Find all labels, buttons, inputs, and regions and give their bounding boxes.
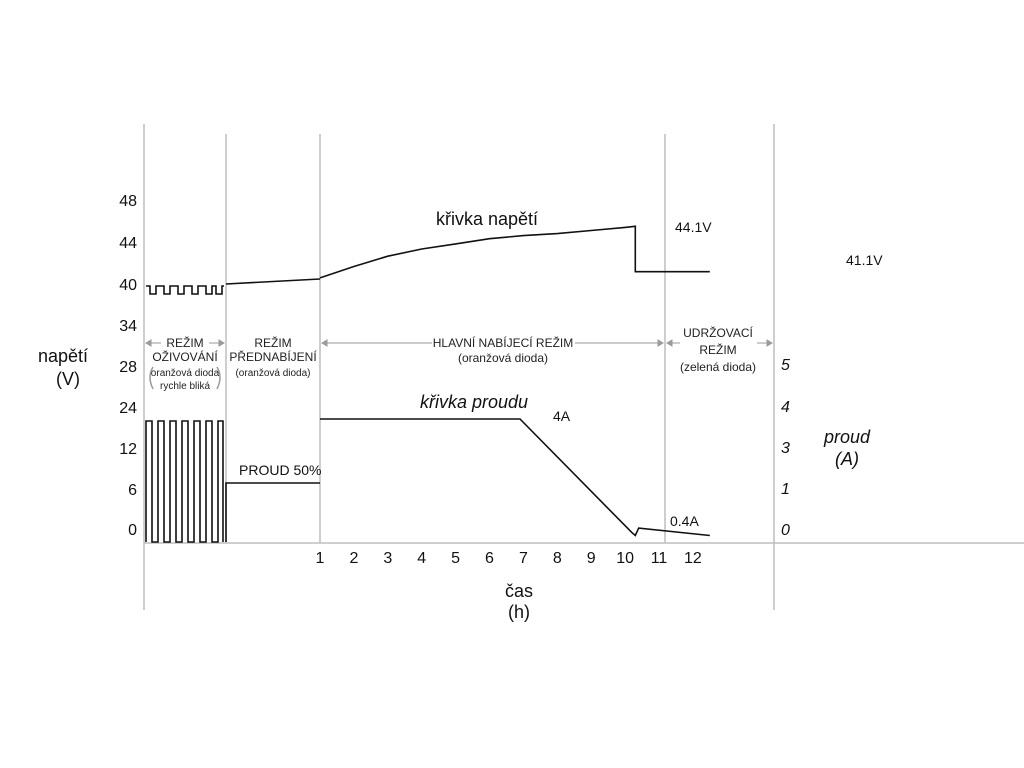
y-axis-title-right: proud <box>823 427 871 447</box>
x-tick: 11 <box>651 550 668 567</box>
x-tick: 10 <box>616 550 634 567</box>
phase-title: PŘEDNABÍJENÍ <box>229 349 317 364</box>
x-tick: 2 <box>349 550 358 567</box>
bracket-icon <box>216 366 221 390</box>
voltage-precharge-segment <box>225 278 321 285</box>
phase-note: oranžová dioda <box>151 368 220 379</box>
y-tick-left: 12 <box>119 441 137 458</box>
x-tick: 12 <box>684 550 702 567</box>
phase-title: HLAVNÍ NABÍJECÍ REŽIM <box>433 335 573 350</box>
phase-arrows <box>145 339 773 347</box>
current-precharge-segment <box>225 482 320 542</box>
x-axis-unit: (h) <box>508 602 530 622</box>
voltage-curve-label: křivka napětí <box>436 209 538 229</box>
phase-note: (oranžová dioda) <box>235 368 310 379</box>
y-tick-left: 24 <box>119 400 137 417</box>
x-tick: 3 <box>383 550 392 567</box>
y-tick-left: 6 <box>128 482 137 499</box>
y-tick-left: 34 <box>119 318 137 335</box>
x-axis-title: čas <box>505 581 533 601</box>
current-curve-label: křivka proudu <box>420 392 528 412</box>
arrow-head-icon <box>145 339 152 347</box>
x-tick: 8 <box>553 550 562 567</box>
x-tick: 5 <box>451 550 460 567</box>
current-curve <box>320 418 710 537</box>
right-y-ticks: 0 1 3 4 5 <box>781 357 790 539</box>
phase-title: REŽIM <box>699 342 736 357</box>
voltage-peak-label: 44.1V <box>675 219 712 235</box>
x-tick: 1 <box>316 550 325 567</box>
y-tick-left: 48 <box>119 193 137 210</box>
left-y-ticks: 0 6 12 24 28 34 40 44 48 <box>119 193 137 539</box>
voltage-revival-segment <box>146 285 224 295</box>
y-axis-unit-right: (A) <box>835 449 859 469</box>
y-tick-right: 3 <box>781 440 790 457</box>
phase-labels: REŽIM OŽIVOVÁNÍ oranžová dioda rychle bl… <box>149 325 756 392</box>
y-tick-right: 1 <box>781 481 790 498</box>
current-pulse-segment <box>145 420 224 543</box>
y-tick-right: 4 <box>781 399 790 416</box>
x-tick: 6 <box>485 550 494 567</box>
curves <box>145 225 710 543</box>
current-max-label: 4A <box>553 408 571 424</box>
y-axis-title-left: napětí <box>38 346 88 366</box>
y-tick-right: 5 <box>781 357 790 374</box>
phase-title: UDRŽOVACÍ <box>683 325 753 340</box>
y-tick-left: 28 <box>119 359 137 376</box>
precharge-current-label: PROUD 50% <box>239 462 321 478</box>
voltage-curve <box>319 225 710 279</box>
x-tick: 4 <box>417 550 426 567</box>
phase-note: (zelená dioda) <box>680 360 756 374</box>
arrow-head-icon <box>657 339 664 347</box>
x-tick: 7 <box>519 550 528 567</box>
y-tick-left: 44 <box>119 235 137 252</box>
phase-note: (oranžová dioda) <box>458 351 548 365</box>
phase-note: rychle bliká <box>160 381 210 392</box>
x-tick: 9 <box>587 550 596 567</box>
bracket-icon <box>149 366 154 390</box>
arrow-head-icon <box>666 339 673 347</box>
frame-lines <box>143 124 1024 610</box>
phase-title: REŽIM <box>254 335 291 350</box>
voltage-float-label: 41.1V <box>846 252 883 268</box>
current-float-label: 0.4A <box>670 513 699 529</box>
phase-title: REŽIM <box>166 335 203 350</box>
y-tick-right: 0 <box>781 522 790 539</box>
arrow-head-icon <box>321 339 328 347</box>
arrow-head-icon <box>766 339 773 347</box>
y-axis-unit-left: (V) <box>56 369 80 389</box>
phase-title: OŽIVOVÁNÍ <box>152 349 218 364</box>
arrow-head-icon <box>218 339 225 347</box>
y-tick-left: 0 <box>128 522 137 539</box>
y-tick-left: 40 <box>119 277 137 294</box>
